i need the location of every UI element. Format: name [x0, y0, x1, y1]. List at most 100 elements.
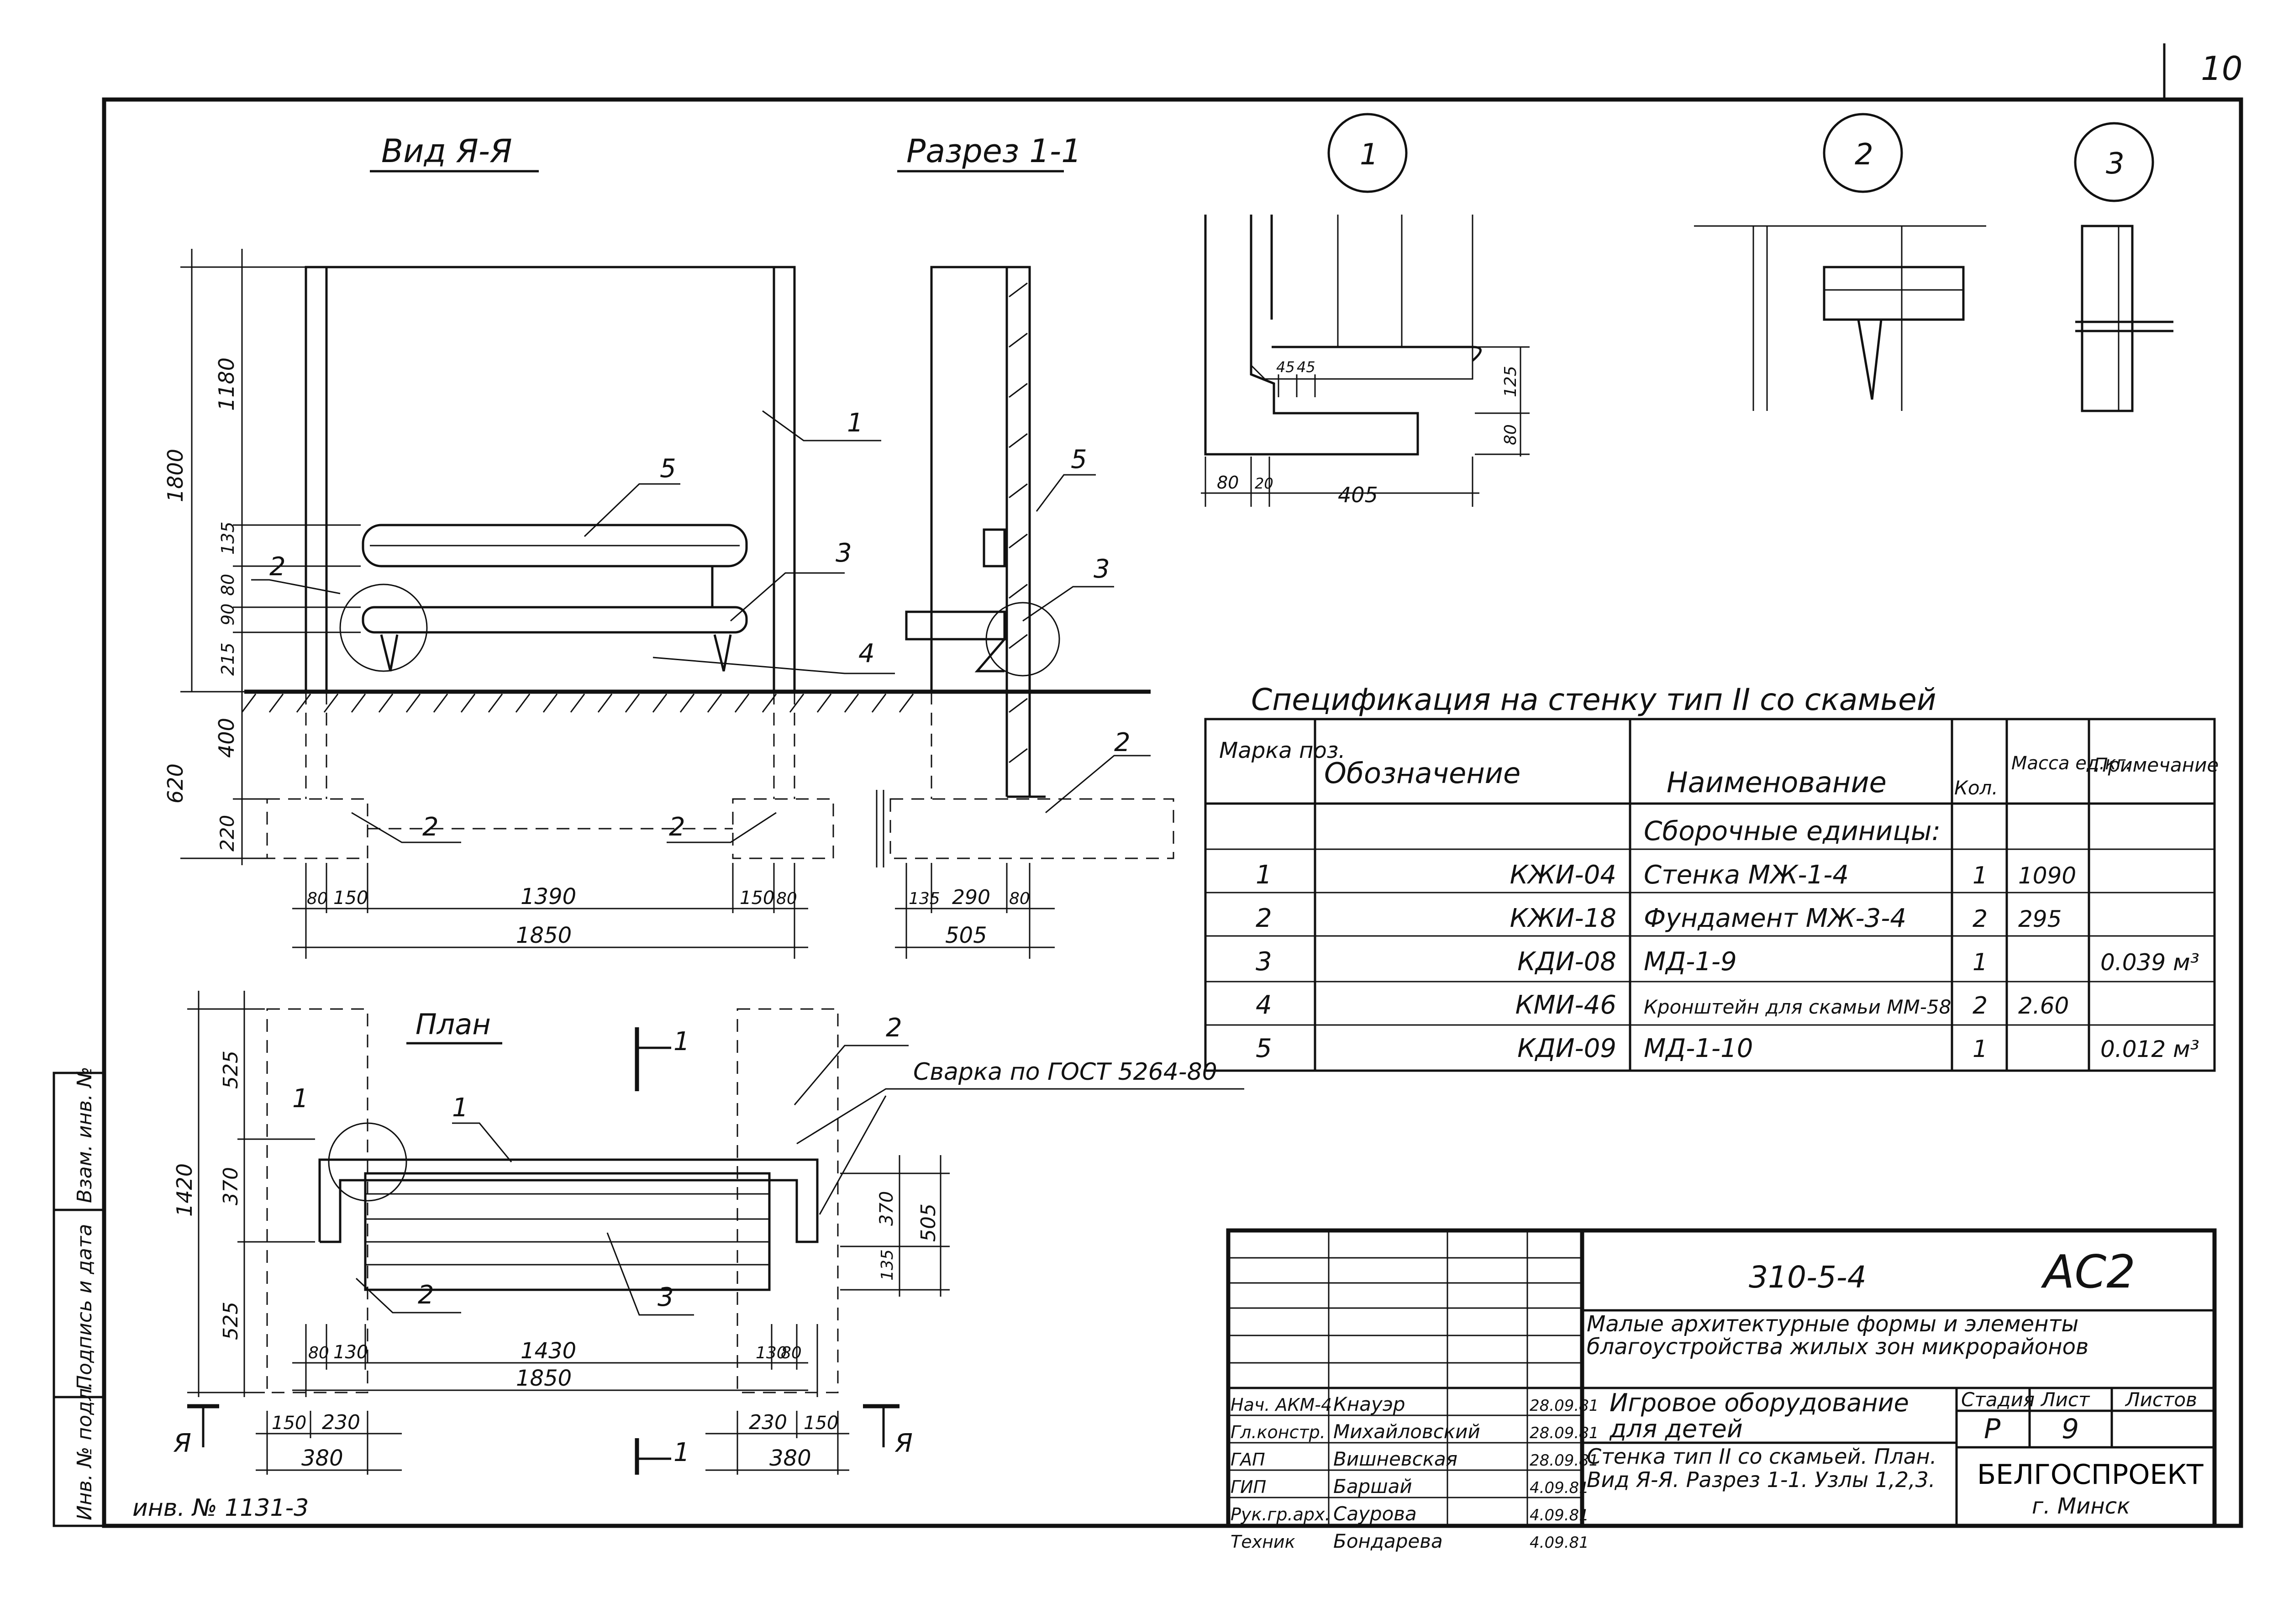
- spec-row-pos: 2: [1256, 904, 1272, 933]
- spec-row-mass: 295: [2018, 906, 2062, 932]
- inventory-number: инв. № 1131-3: [132, 1494, 309, 1522]
- spec-header-code: Обозначение: [1324, 757, 1520, 790]
- spec-row-pos: 5: [1256, 1034, 1272, 1063]
- svg-text:2: 2: [1855, 138, 1873, 172]
- stamp-role: ГАП: [1231, 1450, 1265, 1470]
- svg-text:1390: 1390: [521, 884, 576, 909]
- spec-row-name: МД-1-9: [1644, 947, 1737, 977]
- stamp-name: Вишневская: [1333, 1448, 1457, 1470]
- spec-row-qty: 1: [1973, 862, 1988, 889]
- stamp-role: ГИП: [1231, 1477, 1266, 1497]
- svg-text:3: 3: [836, 538, 852, 568]
- svg-text:Я: Я: [894, 1429, 913, 1458]
- spec-row-code: КМИ-46: [1515, 990, 1616, 1020]
- svg-text:80: 80: [1501, 424, 1520, 445]
- svg-text:150: 150: [272, 1413, 306, 1434]
- svg-text:1180: 1180: [214, 357, 239, 411]
- svg-text:370: 370: [219, 1167, 242, 1205]
- svg-text:2: 2: [422, 812, 439, 842]
- section-back: [983, 528, 1006, 568]
- spec-group: Сборочные единицы:: [1644, 815, 1941, 846]
- svg-text:1430: 1430: [521, 1338, 576, 1364]
- spec-header-pos: Марка поз.: [1219, 738, 1346, 763]
- spec-row-pos: 3: [1256, 947, 1272, 977]
- stamp-name: Саурова: [1333, 1503, 1417, 1525]
- svg-text:1420: 1420: [172, 1163, 197, 1217]
- section-seat: [905, 610, 1006, 641]
- svg-text:1: 1: [847, 408, 863, 438]
- svg-text:Листов: Листов: [2125, 1388, 2197, 1411]
- svg-text:3: 3: [658, 1282, 674, 1312]
- svg-text:1850: 1850: [516, 1366, 572, 1391]
- svg-text:80: 80: [781, 1344, 802, 1362]
- svg-text:2: 2: [1114, 728, 1131, 757]
- sheet-frame: [102, 97, 2243, 1528]
- spec-row-name: Фундамент МЖ-3-4: [1644, 904, 1906, 933]
- svg-text:400: 400: [214, 718, 239, 758]
- stamp-role: Техник: [1231, 1532, 1295, 1552]
- stamp-role: Рук.гр.арх.: [1231, 1504, 1331, 1524]
- svg-text:80: 80: [308, 1344, 329, 1362]
- sheet-code: АС2: [2041, 1245, 2136, 1298]
- stamp-name: Баршай: [1333, 1475, 1412, 1498]
- spec-row-mass: 2.60: [2018, 993, 2069, 1019]
- svg-text:230: 230: [749, 1411, 787, 1434]
- stamp-date: 28.09.81: [1530, 1424, 1599, 1442]
- svg-text:1800: 1800: [163, 449, 188, 502]
- svg-text:220: 220: [216, 815, 238, 851]
- svg-text:125: 125: [1501, 366, 1520, 397]
- section-title: Разрез 1-1: [906, 132, 1082, 170]
- svg-text:150: 150: [804, 1413, 838, 1434]
- svg-text:1: 1: [673, 1438, 690, 1467]
- stamp-role: Гл.констр.: [1231, 1422, 1326, 1442]
- svg-text:130: 130: [333, 1342, 368, 1363]
- bench-back: [362, 524, 748, 568]
- svg-text:80: 80: [776, 889, 797, 908]
- svg-text:45: 45: [1276, 358, 1295, 376]
- sheet-value: 9: [2062, 1413, 2079, 1445]
- svg-text:505: 505: [945, 923, 987, 948]
- spec-header-name: Наименование: [1667, 766, 1887, 799]
- svg-text:80: 80: [1009, 889, 1030, 908]
- svg-text:Взам. инв. №: Взам. инв. №: [73, 1067, 96, 1203]
- spec-title: Спецификация на стенку тип II со скамьей: [1251, 682, 1936, 717]
- svg-text:2: 2: [669, 812, 685, 842]
- object-name: Игровое оборудование для детей: [1610, 1390, 1909, 1443]
- side-stamp: Инв. № подл. Подпись и дата Взам. инв. №: [53, 1067, 105, 1527]
- weld-note: Сварка по ГОСТ 5264-80: [913, 1058, 1217, 1086]
- view-a: Вид Я-Я: [163, 132, 1151, 959]
- spec-row-code: КДИ-09: [1517, 1034, 1616, 1063]
- svg-text:290: 290: [952, 886, 990, 909]
- spec-row-name: МД-1-10: [1644, 1034, 1753, 1063]
- spec-row-qty: 2: [1973, 992, 1988, 1020]
- svg-text:2: 2: [886, 1013, 902, 1043]
- svg-text:230: 230: [322, 1411, 360, 1434]
- plan: План 1 2 2 3 1 Сварка по ГОСТ 5264-80 1: [172, 991, 1244, 1475]
- stamp-name: Михайловский: [1333, 1420, 1480, 1443]
- stamp-date: 4.09.81: [1530, 1479, 1589, 1497]
- stamp-name: Кнауэр: [1333, 1393, 1405, 1415]
- svg-text:Подпись и дата: Подпись и дата: [73, 1224, 96, 1390]
- svg-text:5: 5: [660, 454, 676, 484]
- svg-text:380: 380: [769, 1445, 811, 1471]
- org-name: БЕЛГОСПРОЕКТ: [1977, 1459, 2204, 1491]
- svg-text:3: 3: [2106, 147, 2125, 181]
- svg-text:4: 4: [858, 639, 875, 668]
- svg-text:Я: Я: [173, 1429, 191, 1458]
- project-name: Малые архитектурные формы и элементы бла…: [1587, 1313, 2089, 1360]
- node-3: 3: [2074, 122, 2173, 412]
- svg-text:135: 135: [878, 1249, 897, 1281]
- spec-row-code: КДИ-08: [1517, 947, 1616, 977]
- spec-row-note: 0.039 м³: [2100, 949, 2199, 976]
- svg-text:80: 80: [218, 574, 238, 596]
- svg-text:150: 150: [740, 888, 774, 909]
- svg-text:1: 1: [1360, 138, 1378, 172]
- stamp-name: Бондарева: [1333, 1530, 1443, 1552]
- node-2: 2: [1694, 113, 1986, 411]
- svg-text:1: 1: [673, 1027, 690, 1056]
- wall-panel: [305, 266, 796, 693]
- svg-text:130: 130: [756, 1344, 787, 1362]
